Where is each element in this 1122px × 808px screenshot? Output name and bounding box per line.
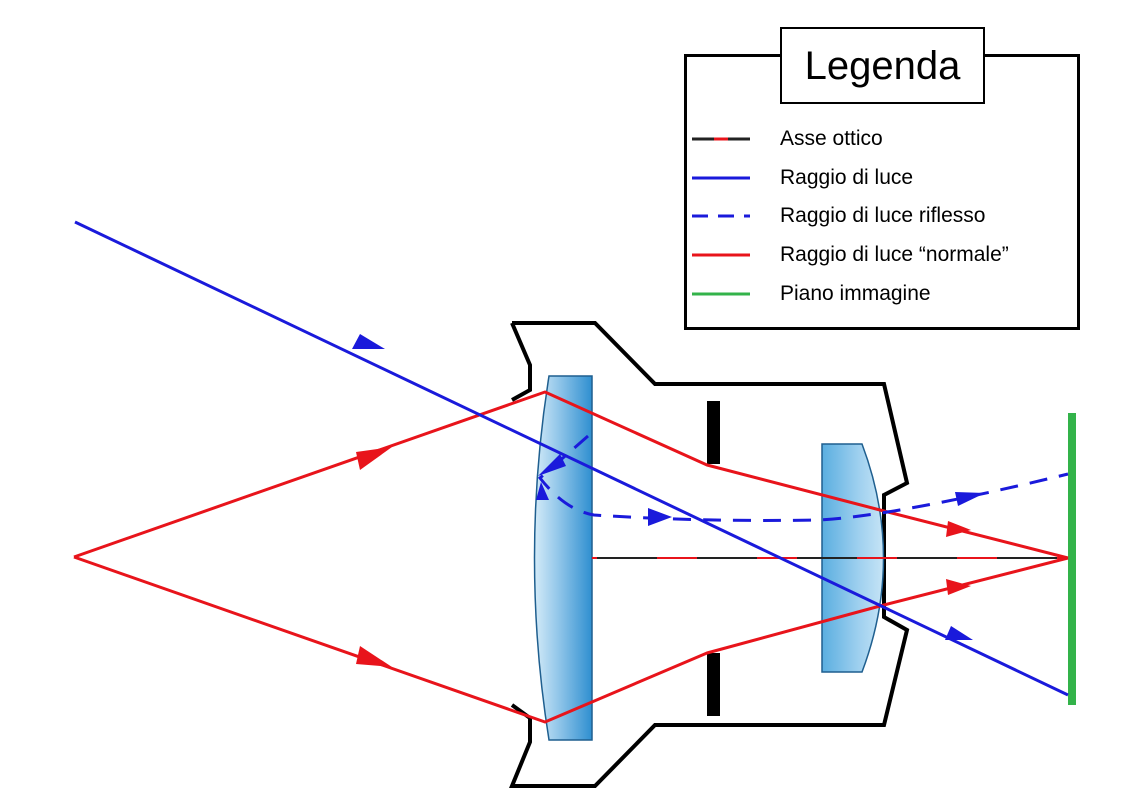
legend-label: Piano immagine <box>780 282 931 305</box>
normal-ray-arrows <box>356 447 971 667</box>
legend-label: Asse ottico <box>780 127 883 150</box>
legend-item-light-ray: Raggio di luce <box>692 163 1072 193</box>
reflected-ray-arrows <box>536 454 985 526</box>
legend-title-box: Legenda <box>780 27 985 104</box>
light-ray-arrows <box>352 334 973 640</box>
image-plane-swatch <box>692 292 750 296</box>
legend-label: Raggio di luce <box>780 166 914 189</box>
legend-item-normal-ray: Raggio di luce “normale” <box>692 240 1072 270</box>
light-ray-swatch <box>692 176 750 180</box>
normal-rays <box>73 390 1069 724</box>
legend-title: Legenda <box>804 43 961 88</box>
legend-label: Raggio di luce riflesso <box>780 204 986 227</box>
legend-item-optical-axis: Asse ottico <box>692 124 1072 154</box>
legend-label: Raggio di luce “normale” <box>780 243 1009 266</box>
front-lens <box>533 375 593 741</box>
normal-ray-swatch <box>692 253 750 257</box>
optical-axis-swatch <box>692 137 750 141</box>
lens-housing <box>509 321 910 788</box>
reflected-ray <box>537 434 1069 522</box>
reflected-ray-swatch <box>692 214 750 218</box>
light-ray <box>74 220 1069 697</box>
aperture-stop-top <box>707 401 720 464</box>
legend-item-reflected-ray: Raggio di luce riflesso <box>692 201 1072 231</box>
legend-item-image-plane: Piano immagine <box>692 279 1072 309</box>
aperture-stop-bottom <box>707 653 720 716</box>
